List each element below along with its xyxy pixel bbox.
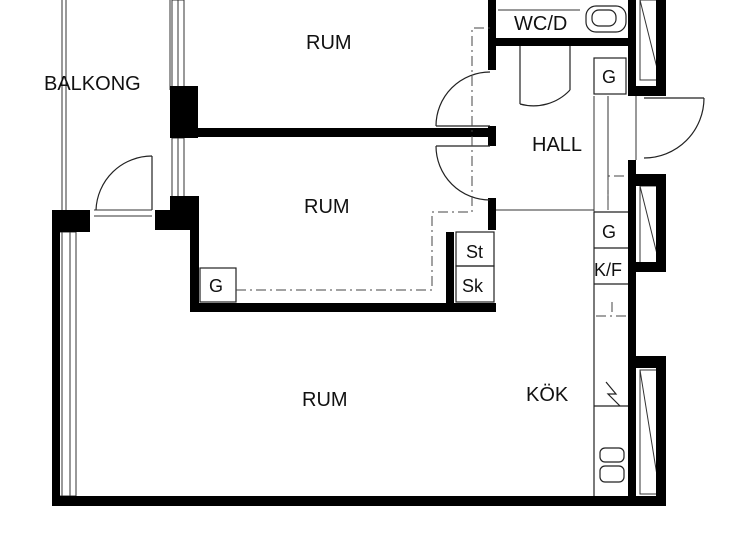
hall-label: HALL [532, 134, 582, 156]
walls [52, 0, 666, 506]
fixture-g-kitchen: G [602, 222, 616, 242]
room-bottom-label: RUM [302, 389, 348, 411]
balcony-label: BALKONG [44, 73, 141, 95]
fixture-g-top: G [602, 67, 616, 87]
fixture-g-room: G [209, 276, 223, 296]
room-labels: BALKONG RUM RUM RUM WC/D HALL KÖK [44, 13, 582, 411]
doors [94, 46, 705, 217]
room-top-label: RUM [306, 32, 352, 54]
fixtures [199, 5, 628, 496]
kitchen-label: KÖK [526, 384, 569, 406]
wc-label: WC/D [514, 13, 567, 35]
fixture-sk: Sk [462, 276, 484, 296]
fixture-st: St [466, 242, 483, 262]
fixture-kf: K/F [594, 260, 622, 280]
dash-dot-lines [236, 27, 628, 316]
balcony-outline [61, 0, 171, 212]
room-middle-label: RUM [304, 196, 350, 218]
fixture-labels: G G G St Sk K/F [209, 67, 622, 296]
